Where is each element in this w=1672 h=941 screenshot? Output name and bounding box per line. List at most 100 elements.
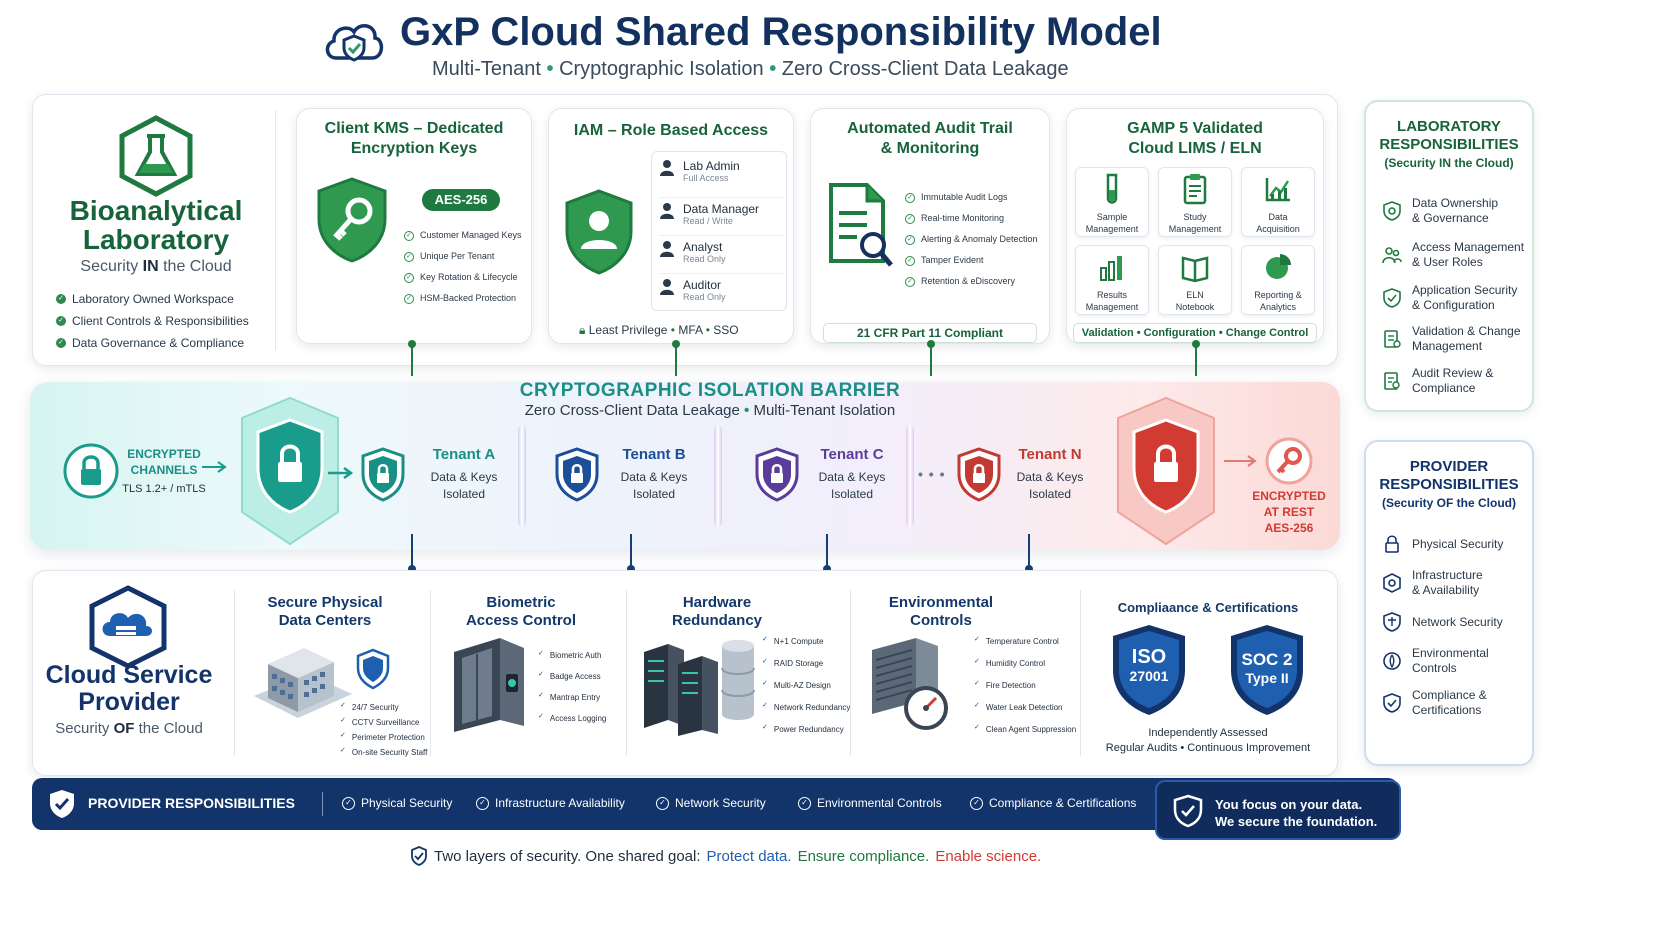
check-icon: ✓ (905, 276, 915, 287)
bio-item-label: Mantrap Entry (549, 692, 601, 702)
gamp-footer-2: Configuration (1143, 327, 1216, 339)
lab-resp-item: Application Security& Configuration (1382, 283, 1517, 313)
tenant-a-shield-icon (361, 447, 405, 502)
tile-label-2: Management (1085, 224, 1139, 234)
check-icon: ✓ (974, 636, 980, 643)
left-label-2: CHANNELS (130, 463, 198, 477)
audit-trail-card: Automated Audit Trail & Monitoring ✓Immu… (810, 108, 1050, 344)
test-tube-icon (1106, 173, 1118, 204)
footer-item: ✓Compliance & Certifications (970, 796, 1136, 810)
tenant-c-desc2: Isolated (830, 487, 874, 501)
tenant-b-desc2: Isolated (632, 487, 676, 501)
connector-dot (1192, 340, 1200, 348)
lab-resp-title-2: RESPONSIBILITIES (1379, 136, 1519, 153)
lab-tagline-pre: Security (80, 258, 143, 275)
lab-resp-label-1: Validation & Change (1412, 324, 1521, 338)
check-icon: ✓ (340, 732, 346, 739)
role-name: Lab Admin (683, 159, 740, 173)
prov-resp-label-1: Physical Security (1412, 536, 1504, 551)
check-icon: ✓ (342, 796, 355, 810)
prov-resp-label-2: Controls (1412, 661, 1457, 675)
connector-dot (823, 565, 831, 573)
check-icon: ✓ (56, 316, 66, 326)
kms-item: ✓Key Rotation & Lifecycle (404, 271, 530, 284)
hw-item: ✓Multi-AZ Design (762, 680, 852, 690)
role-name: Analyst (683, 240, 723, 254)
encrypted-at-rest-label: ENCRYPTED AT REST AES-256 (1240, 488, 1338, 536)
divider (275, 110, 276, 350)
teal-shield-lock-icon (241, 396, 339, 546)
audit-document-icon (1384, 372, 1400, 390)
lock-circle-icon (63, 443, 119, 499)
lab-resp-item: Audit Review &Compliance (1382, 366, 1493, 396)
iam-footer: 🔒︎ Least Privilege • MFA • SSO (579, 323, 739, 337)
prov-resp-label-2: Certifications (1412, 703, 1482, 717)
focus-line-1: You focus on your data. (1215, 797, 1363, 812)
page-title: GxP Cloud Shared Responsibility Model (400, 10, 1162, 54)
right-label-1: ENCRYPTED (1252, 489, 1326, 503)
laboratory-responsibilities-panel: LABORATORY RESPONSIBILITIES (Security IN… (1364, 100, 1534, 412)
connector-line (1195, 344, 1197, 376)
check-icon: ✓ (974, 658, 980, 665)
tenant-b-desc1: Data & Keys (620, 470, 688, 484)
tls-label: TLS 1.2+ / mTLS (122, 483, 206, 495)
hw-item-label: Network Redundancy (773, 702, 851, 712)
csp-name-line2: Provider (78, 688, 180, 716)
lab-resp-label-1: Data Ownership (1412, 196, 1499, 210)
bio-item-label: Biometric Auth (549, 650, 602, 660)
audit-item-label: Retention & eDiscovery (921, 276, 1016, 286)
env-item-label: Fire Detection (985, 680, 1036, 690)
gamp-title-line1: GAMP 5 Validated (1127, 120, 1263, 137)
footer-item: ✓Infrastructure Availability (476, 796, 625, 810)
kms-title-line1: Client KMS – Dedicated (324, 120, 504, 137)
role-perm: Read Only (683, 254, 726, 264)
lab-item: ✓Laboratory Owned Workspace (56, 292, 266, 306)
audit-item-label: Real-time Monitoring (921, 213, 1005, 223)
tagline-science: Enable science. (935, 847, 1042, 865)
audit-title-line1: Automated Audit Trail (847, 120, 1013, 137)
tenant-c-desc1: Data & Keys (818, 470, 886, 484)
hw-item-label: RAID Storage (773, 658, 824, 668)
prov-resp-label-2: & Availability (1412, 583, 1480, 597)
focus-line-2: We secure the foundation. (1215, 814, 1378, 829)
tenant-a-name: Tenant A (432, 446, 496, 463)
soc2-label-1: SOC 2 (1241, 650, 1293, 669)
tenant-divider (714, 426, 722, 526)
prov-resp-label-1: Environmental (1412, 646, 1489, 660)
lims-tile-reporting[interactable]: Reporting &Analytics (1241, 245, 1315, 315)
csp-name-line1: Cloud Service (45, 661, 213, 689)
app-shield-icon (1383, 288, 1401, 308)
bio-title-line2: Access Control (465, 612, 577, 629)
bio-item: ✓Badge Access (538, 671, 628, 681)
hw-title-line2: Redundancy (671, 612, 762, 629)
check-icon: ✓ (340, 717, 346, 724)
footer-item-label: Infrastructure Availability (495, 796, 625, 810)
footer-item: ✓Network Security (656, 796, 766, 810)
shield-check-icon (50, 790, 74, 818)
tile-label-1: Study (1183, 212, 1207, 222)
connector-line (675, 344, 677, 376)
bar-chart-icon (1100, 256, 1122, 281)
subtitle-part-3: Zero Cross-Client Data Leakage (781, 58, 1069, 80)
prov-resp-item: Compliance &Certifications (1382, 688, 1487, 718)
left-label-1: ENCRYPTED (127, 447, 201, 461)
client-kms-card: Client KMS – Dedicated Encryption Keys A… (296, 108, 532, 344)
lab-resp-label-2: Management (1412, 339, 1483, 353)
iso-label-1: ISO (1131, 646, 1167, 668)
check-icon: ✓ (905, 192, 915, 203)
lab-item-label: Data Governance & Compliance (72, 336, 245, 350)
check-icon: ✓ (798, 796, 811, 810)
audit-item-label: Tamper Evident (921, 255, 984, 265)
lock-icon: 🔒︎ (579, 323, 586, 337)
